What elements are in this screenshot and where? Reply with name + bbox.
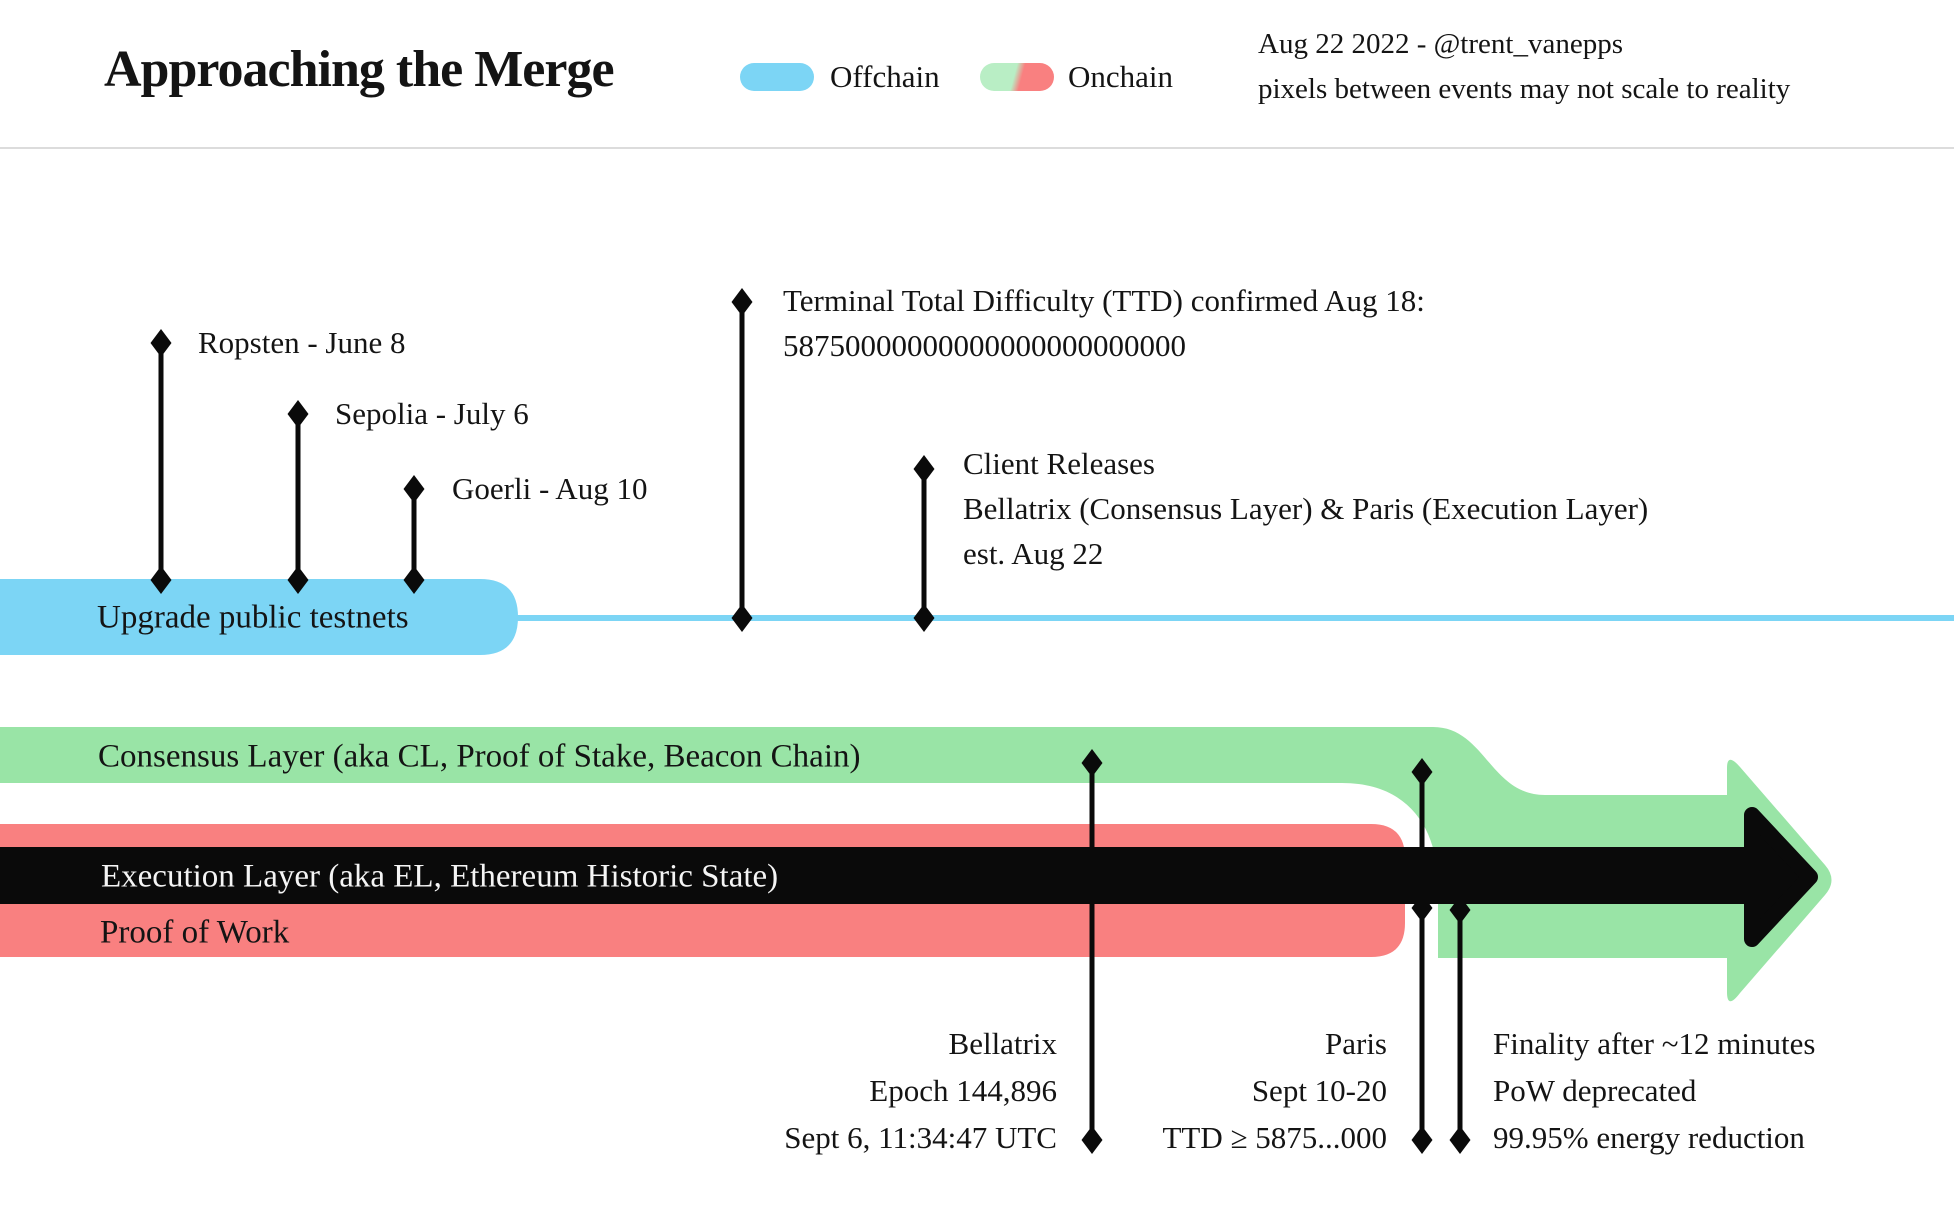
client-releases-top-diamond	[913, 455, 935, 483]
finality-annotation: Finality after ~12 minutes PoW deprecate…	[1493, 1020, 1815, 1161]
offchain-blue-pill	[0, 579, 518, 655]
offchain-legend-swatch	[740, 63, 814, 91]
ropsten-bottom-diamond	[150, 566, 172, 594]
offchain-bar-label: Upgrade public testnets	[97, 599, 409, 636]
paris-line	[1419, 772, 1425, 1140]
bellatrix-annotation-line2: Epoch 144,896	[869, 1073, 1057, 1108]
ropsten-label: Ropsten - June 8	[198, 325, 406, 360]
consensus-band-label: Consensus Layer (aka CL, Proof of Stake,…	[98, 738, 861, 775]
sepolia-top-diamond	[287, 400, 309, 428]
paris-annotation-line2: Sept 10-20	[1251, 1073, 1387, 1108]
header-divider	[0, 147, 1954, 149]
ttd-bottom-diamond	[731, 604, 753, 632]
paris-annotation: Paris Sept 10-20 TTD ≥ 5875...000	[1162, 1020, 1387, 1161]
paris-top-diamond	[1411, 758, 1433, 786]
bellatrix-bottom-diamond	[1081, 1126, 1103, 1154]
paris-annotation-line3: TTD ≥ 5875...000	[1162, 1120, 1387, 1155]
credit-line-1: Aug 22 2022 - @trent_vanepps	[1258, 28, 1623, 60]
credit-line-2: pixels between events may not scale to r…	[1258, 73, 1791, 105]
ttd-line	[739, 302, 745, 618]
execution-arrow-head	[1744, 807, 1818, 947]
client-releases-line3: est. Aug 22	[963, 536, 1104, 571]
goerli-line	[411, 489, 417, 580]
bellatrix-top-diamond	[1081, 749, 1103, 777]
goerli-label: Goerli - Aug 10	[452, 471, 648, 506]
ttd-label: Terminal Total Difficulty (TTD) confirme…	[783, 278, 1425, 368]
sepolia-label: Sepolia - July 6	[335, 396, 529, 431]
finality-annotation-line3: 99.95% energy reduction	[1493, 1120, 1805, 1155]
onchain-legend-swatch	[980, 63, 1054, 91]
bellatrix-annotation: Bellatrix Epoch 144,896 Sept 6, 11:34:47…	[784, 1020, 1057, 1161]
ropsten-line	[158, 343, 164, 580]
goerli-bottom-diamond	[403, 566, 425, 594]
page-title: Approaching the Merge	[104, 41, 615, 98]
client-releases-bottom-diamond	[913, 604, 935, 632]
paris-annotation-line1: Paris	[1325, 1026, 1387, 1061]
bellatrix-line	[1089, 763, 1095, 1140]
ttd-label-line1: Terminal Total Difficulty (TTD) confirme…	[783, 283, 1425, 318]
offchain-legend-label: Offchain	[830, 59, 940, 94]
paris-bottom-diamond	[1411, 1126, 1433, 1154]
sepolia-line	[295, 414, 301, 580]
finality-annotation-line1: Finality after ~12 minutes	[1493, 1026, 1816, 1061]
finality-line	[1457, 910, 1463, 1140]
bellatrix-annotation-line1: Bellatrix	[948, 1026, 1057, 1061]
execution-arrow-body	[0, 847, 1756, 904]
client-releases-label: Client Releases Bellatrix (Consensus Lay…	[963, 441, 1648, 576]
client-releases-line1: Client Releases	[963, 446, 1155, 481]
onchain-legend-label: Onchain	[1068, 59, 1174, 94]
client-releases-line	[921, 469, 927, 618]
offchain-blue-line	[516, 615, 1954, 621]
ropsten-top-diamond	[150, 329, 172, 357]
bellatrix-annotation-line3: Sept 6, 11:34:47 UTC	[784, 1120, 1057, 1155]
ttd-label-line2: 58750000000000000000000000	[783, 328, 1186, 363]
ttd-top-diamond	[731, 288, 753, 316]
client-releases-line2: Bellatrix (Consensus Layer) & Paris (Exe…	[963, 491, 1649, 526]
finality-bottom-diamond	[1449, 1126, 1471, 1154]
sepolia-bottom-diamond	[287, 566, 309, 594]
credit-text: Aug 22 2022 - @trent_vanepps pixels betw…	[1258, 22, 1790, 112]
execution-band-label: Execution Layer (aka EL, Ethereum Histor…	[101, 858, 779, 895]
pow-band-label: Proof of Work	[100, 914, 290, 951]
finality-annotation-line2: PoW deprecated	[1493, 1073, 1697, 1108]
goerli-top-diamond	[403, 475, 425, 503]
